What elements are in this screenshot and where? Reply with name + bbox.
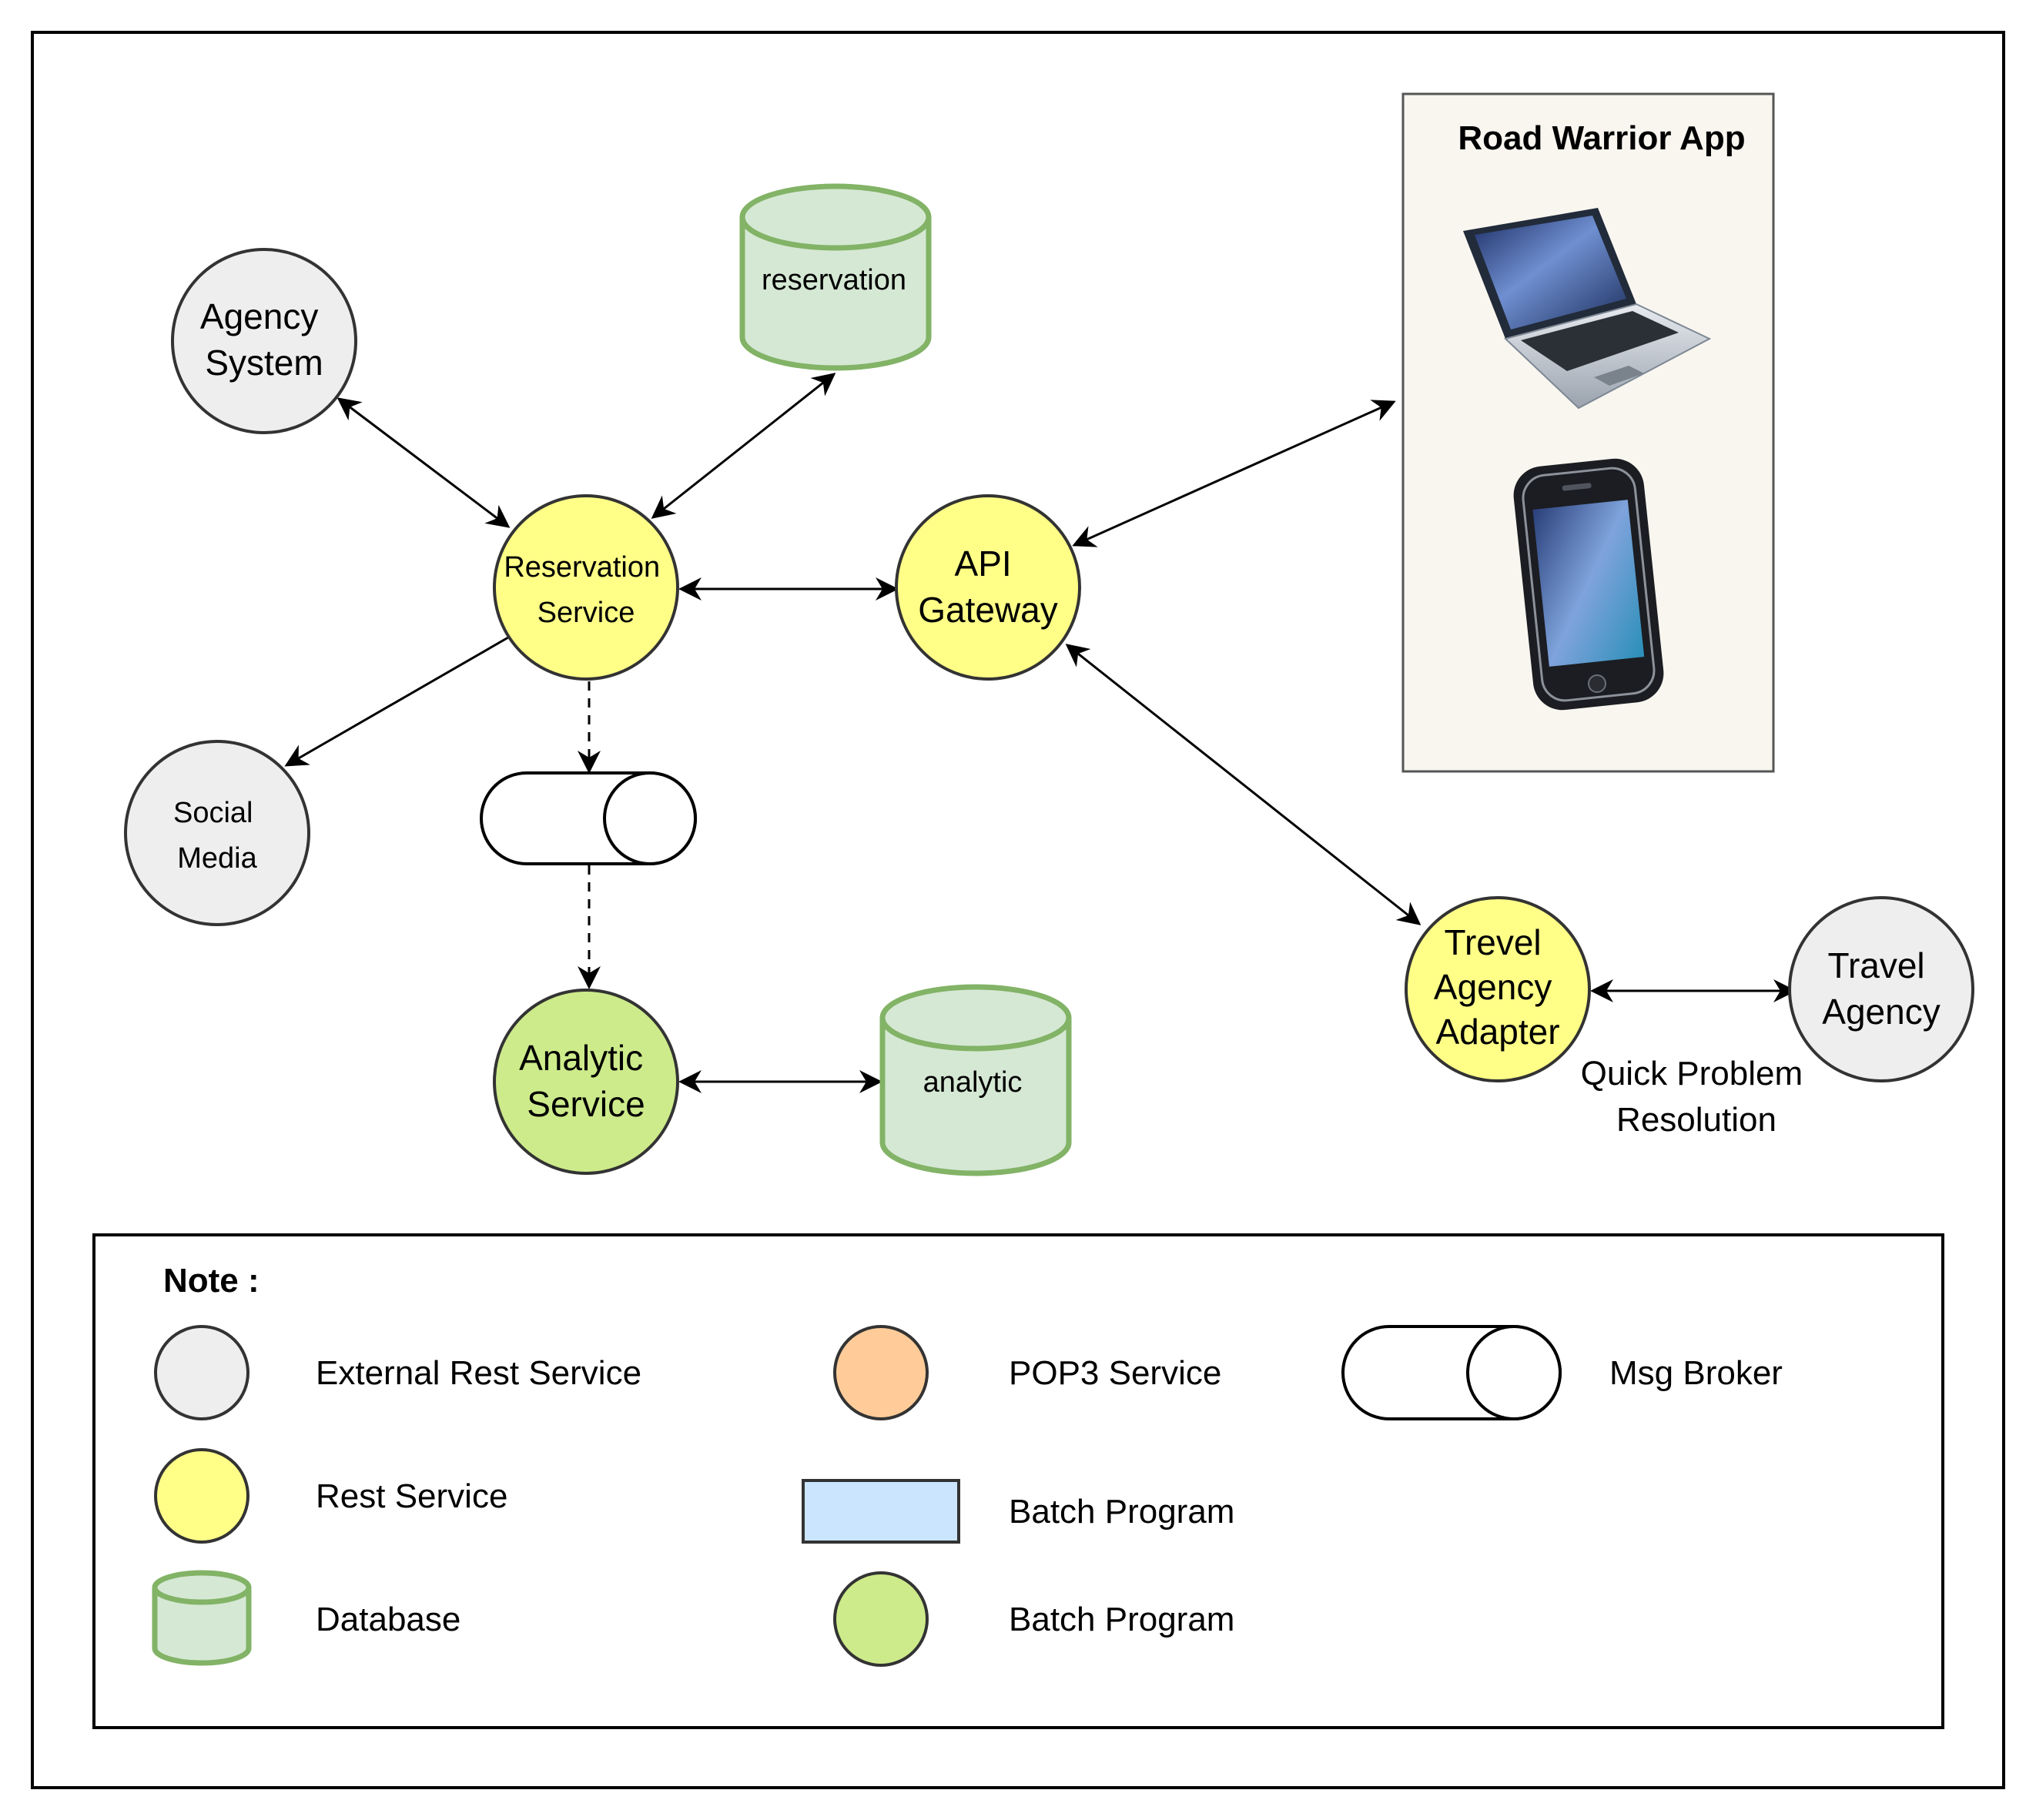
legend-database-symbol: [152, 1570, 252, 1666]
analytic-database: analytic: [879, 984, 1072, 1176]
travel-agency-adapter-node: Trevel Agency Adapter: [1405, 896, 1591, 1082]
legend-external-rest-symbol: [154, 1325, 249, 1420]
adapter-label-3: Adapter: [1435, 1012, 1559, 1052]
edge-resdb-reservation: [651, 373, 836, 519]
travel-agency-node: Travel Agency: [1788, 896, 1974, 1082]
social-media-label-2: Media: [177, 842, 257, 875]
legend-pop3-symbol: [833, 1325, 929, 1420]
agency-system-node: Agency System: [171, 248, 357, 434]
analytic-service-node: Analytic Service: [493, 989, 679, 1175]
svg-text:Reservation Service: Reservation Service: [504, 551, 668, 629]
road-warrior-panel: Road Warrior App: [1401, 92, 1775, 773]
travel-agency-label-2: Agency: [1822, 992, 1940, 1032]
legend-batch-circle-symbol: [833, 1571, 929, 1667]
road-warrior-title: Road Warrior App: [1458, 119, 1745, 157]
adapter-label-1: Trevel: [1445, 922, 1542, 962]
laptop-icon: [1463, 208, 1712, 410]
outer-frame: [31, 31, 2005, 1789]
social-media-label-1: Social: [173, 797, 253, 829]
reservation-service-node: Reservation Service: [493, 494, 679, 681]
travel-agency-label-1: Travel: [1828, 945, 1925, 985]
legend-rest-symbol: [154, 1448, 249, 1544]
phone-icon: [1513, 458, 1664, 711]
edge-reservation-social: [284, 636, 509, 767]
svg-text:Social Media: Social Media: [173, 797, 261, 875]
svg-text:API Gateway: API Gateway: [918, 544, 1058, 630]
svg-text:Trevel Agency Adap: Trevel Agency Adapter: [1434, 922, 1562, 1052]
agency-system-label-1: Agency: [200, 296, 318, 336]
legend-title: Note :: [163, 1262, 260, 1300]
reservation-db-label: reservation: [762, 264, 906, 296]
social-media-node: Social Media: [124, 740, 310, 926]
legend-msg-broker-label: Msg Broker: [1609, 1354, 1783, 1392]
analytic-service-label-2: Service: [527, 1084, 645, 1124]
edge-gateway-adapter: [1065, 644, 1422, 925]
msg-broker-node: [480, 771, 697, 865]
legend-batch-rect-label: Batch Program: [1009, 1493, 1234, 1531]
svg-text:Travel Agency: Travel Agency: [1822, 945, 1940, 1032]
edge-agency-reservation: [337, 397, 511, 528]
legend-external-rest-label: External Rest Service: [316, 1354, 641, 1392]
api-gateway-node: API Gateway: [895, 494, 1081, 681]
legend-msg-broker-symbol: [1341, 1325, 1562, 1420]
adapter-label-2: Agency: [1434, 967, 1552, 1007]
connections: [284, 373, 1797, 1093]
agency-system-label-2: System: [205, 343, 323, 383]
legend-batch-circle-label: Batch Program: [1009, 1601, 1234, 1638]
api-gateway-label-2: Gateway: [918, 590, 1058, 630]
reservation-database: reservation: [739, 183, 932, 371]
analytic-service-label-1: Analytic: [519, 1038, 643, 1078]
legend-database-label: Database: [316, 1601, 460, 1638]
svg-text:Agency System: Agency System: [200, 296, 328, 383]
legend-rest-label: Rest Service: [316, 1477, 507, 1515]
api-gateway-label-1: API: [955, 544, 1012, 584]
edge-label-quick-problem: Quick Problem Resolution: [1581, 1055, 1813, 1139]
svg-text:Analytic Service: Analytic Service: [519, 1038, 653, 1124]
legend-batch-rect-symbol: [802, 1479, 960, 1544]
legend-box: Note : External Rest Service Rest Servic…: [92, 1233, 1944, 1729]
analytic-db-label: analytic: [923, 1066, 1023, 1099]
legend-pop3-label: POP3 Service: [1009, 1354, 1221, 1392]
reservation-service-label-2: Service: [537, 597, 635, 629]
edge-gateway-roadwarrior: [1072, 400, 1396, 547]
reservation-service-label-1: Reservation: [504, 551, 660, 584]
